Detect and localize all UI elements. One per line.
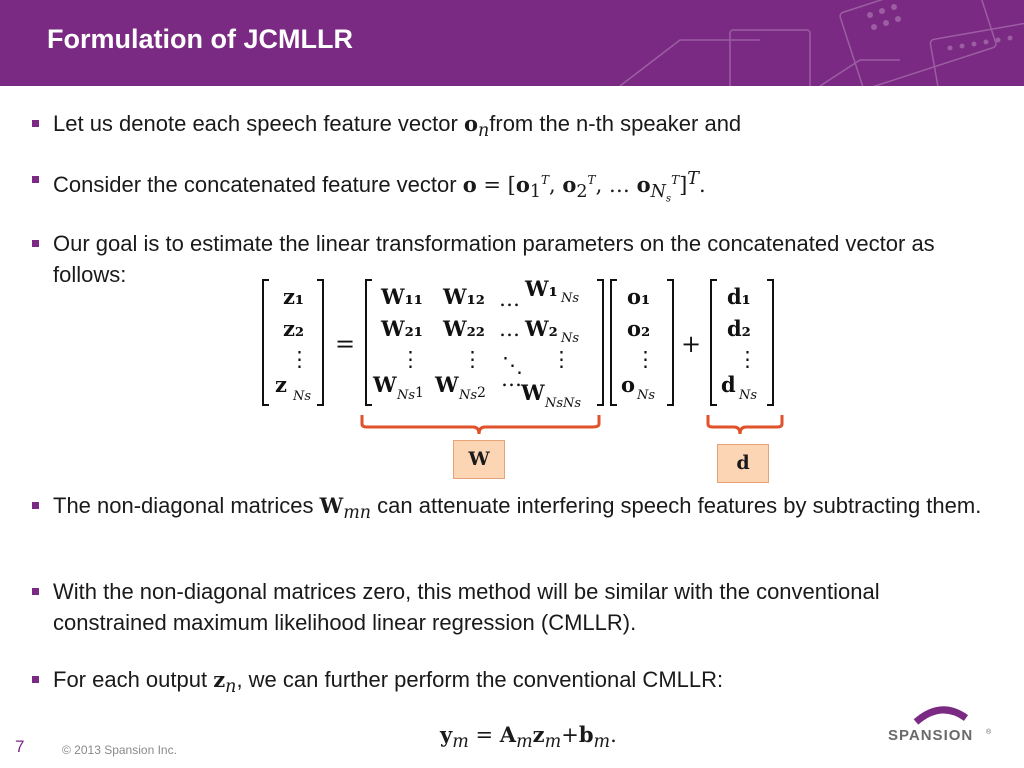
d2: d₂ [727, 316, 751, 341]
ons-sub: Ns [636, 388, 655, 403]
bullet-marker [32, 176, 39, 183]
math-w-mn: Wmn [319, 493, 372, 524]
wnsns-sub: NsNs [544, 396, 581, 411]
o-dots: ⋮ [635, 347, 656, 371]
bullet-text: Our goal is to estimate the linear trans… [53, 231, 935, 287]
bracket-left [710, 279, 717, 406]
brace-d [706, 415, 784, 435]
w21: W₂₁ [380, 316, 423, 341]
w-row2-dots: … [499, 317, 520, 341]
bullet-text: Consider the concatenated feature vector [53, 172, 463, 197]
bracket-right [767, 279, 774, 406]
bracket-left [610, 279, 617, 406]
bullet-text: Let us denote each speech feature vector [53, 111, 464, 136]
bracket-right [667, 279, 674, 406]
w-row1-dots: … [499, 287, 520, 311]
bullet-marker [32, 588, 39, 595]
w1ns-sub: Ns [560, 291, 579, 306]
w1ns: W₁ [524, 276, 558, 301]
zns-sub: Ns [292, 389, 311, 404]
cmllr-equation: ym = Amzm+bm. [440, 722, 617, 753]
wns1: W [372, 372, 397, 397]
slide-title: Formulation of JCMLLR [47, 24, 353, 54]
wns1-sub: Ns [396, 388, 415, 403]
bullet-text: , we can further perform the conventiona… [236, 667, 724, 692]
page-number: 7 [15, 737, 25, 756]
slide-header: Formulation of JCMLLR [0, 0, 1024, 86]
wns2-sub: Ns [458, 388, 477, 403]
w-row4-dots: … [501, 367, 522, 391]
header-circuit-decoration [619, 0, 1024, 86]
o2: o₂ [627, 316, 650, 341]
plus-sign: + [681, 330, 701, 358]
z-dots: ⋮ [289, 347, 310, 371]
bullet-marker [32, 120, 39, 127]
copyright: © 2013 Spansion Inc. [62, 743, 177, 757]
bullet-text: With the non-diagonal matrices zero, thi… [53, 579, 880, 635]
label-w: W [453, 440, 505, 479]
dns-sub: Ns [738, 388, 757, 403]
bracket-right [597, 279, 604, 406]
w22: W₂₂ [442, 316, 485, 341]
bracket-left [365, 279, 372, 406]
w11: W₁₁ [380, 284, 423, 309]
math-z-n: zn [213, 667, 237, 698]
z1: z₁ [283, 284, 304, 309]
ons: o [621, 372, 635, 397]
w-ddots: ⋱ [502, 353, 523, 377]
w-vdots-2: ⋮ [462, 347, 483, 371]
zns: z [275, 372, 287, 397]
math-concat-vector: o = [o1T, o2T, … oNsT]T. [462, 169, 706, 205]
w12: W₁₂ [442, 284, 485, 309]
bullet-text: can attenuate interfering speech feature… [371, 493, 982, 518]
bullet-marker [32, 676, 39, 683]
bullet-marker [32, 240, 39, 247]
d1: d₁ [727, 284, 751, 309]
bullet-marker [32, 502, 39, 509]
d-dots: ⋮ [737, 347, 758, 371]
bracket-right [317, 279, 324, 406]
math-o-n: on [463, 111, 490, 142]
wnsns: W [520, 380, 545, 405]
w2ns-sub: Ns [560, 331, 579, 346]
matrix-equation: z₁ z₂ ⋮ z Ns = W₁₁ W₁₂ … W₁ Ns W₂₁ W₂₂ …… [262, 276, 784, 435]
logo-mark: ® [986, 728, 992, 736]
wns2-sub-index: 2 [477, 385, 486, 401]
z2: z₂ [283, 316, 304, 341]
dns: d [721, 372, 736, 397]
spansion-logo: SPANSION ® [888, 706, 992, 744]
w-vdots-4: ⋮ [551, 347, 572, 371]
bullet-text: The non-diagonal matrices [53, 493, 320, 518]
brace-w [360, 415, 601, 435]
o1: o₁ [627, 284, 650, 309]
equals-sign: = [335, 330, 355, 358]
label-d: d [717, 444, 769, 483]
w2ns: W₂ [524, 316, 558, 341]
wns1-sub-index: 1 [415, 385, 424, 401]
wns2: W [434, 372, 459, 397]
bullet-text: For each output [53, 667, 214, 692]
bracket-left [262, 279, 269, 406]
w-vdots-1: ⋮ [400, 347, 421, 371]
bullet-text: from the n-th speaker and [489, 111, 742, 136]
logo-text: SPANSION [888, 727, 973, 744]
